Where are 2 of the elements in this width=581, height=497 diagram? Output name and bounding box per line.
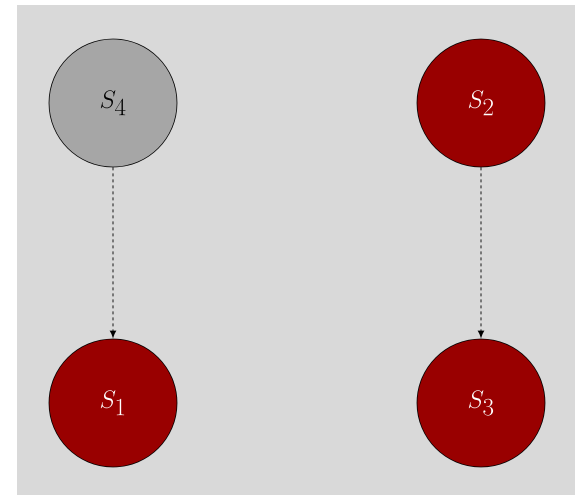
arrow: [478, 166, 484, 338]
arrow: [110, 166, 116, 338]
